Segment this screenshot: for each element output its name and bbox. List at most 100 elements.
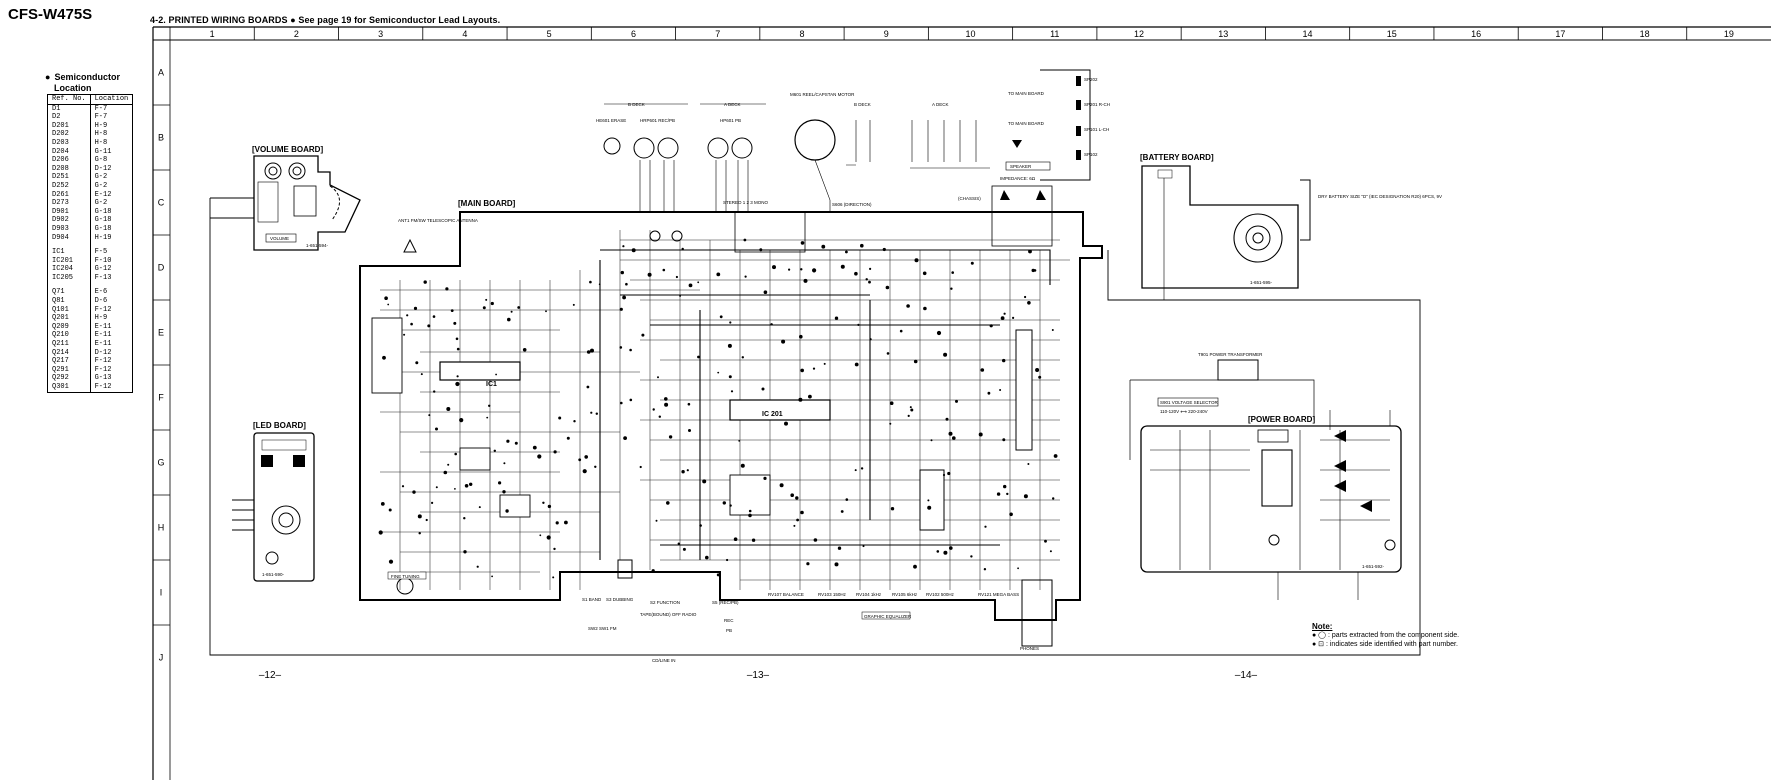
- solder-pad: [800, 241, 805, 245]
- semiconductor-location-title: ●Semiconductor Location: [45, 72, 120, 94]
- column-label: 16: [1471, 29, 1481, 39]
- solder-pad: [546, 535, 551, 540]
- solder-pad: [806, 562, 810, 566]
- solder-pad: [445, 287, 449, 291]
- solder-pad: [454, 452, 458, 456]
- solder-pad: [495, 373, 497, 376]
- solder-pad: [800, 268, 803, 271]
- solder-pad: [681, 247, 684, 251]
- ref-no-cell: IC1: [47, 248, 91, 257]
- solder-pad: [388, 508, 392, 512]
- solder-pad: [443, 470, 448, 475]
- solder-pad: [719, 315, 723, 319]
- row-label: C: [158, 198, 165, 208]
- solder-pad: [1003, 484, 1007, 489]
- solder-pad: [1027, 463, 1030, 465]
- location-cell: F-12: [94, 305, 112, 314]
- location-cell: G-18: [94, 207, 112, 216]
- solder-pad: [907, 414, 910, 417]
- solder-pad: [1006, 492, 1009, 496]
- solder-pad: [813, 538, 818, 542]
- note-box: Note: ● ◯ : parts extracted from the com…: [1312, 622, 1459, 649]
- solder-pad: [761, 387, 765, 391]
- location-cell: F-12: [94, 365, 112, 374]
- solder-pad: [702, 479, 707, 484]
- impedance-label: IMPEDANCE: 6Ω: [1000, 176, 1036, 181]
- row-label: E: [158, 328, 164, 338]
- solder-pad: [506, 439, 510, 443]
- solder-pad: [914, 258, 919, 263]
- solder-pad: [999, 389, 1002, 391]
- solder-pad: [788, 268, 791, 271]
- ref-no-cell: Q292: [47, 374, 91, 383]
- solder-pad: [865, 278, 868, 281]
- page-number-12: –12–: [259, 670, 282, 681]
- solder-pad: [1053, 454, 1058, 458]
- b-deck-label: B DECK: [628, 102, 645, 107]
- solder-pad: [730, 390, 734, 393]
- column-label: 5: [547, 29, 552, 39]
- ref-no-cell: Q301: [47, 383, 91, 393]
- solder-pad: [450, 309, 454, 312]
- solder-pad: [657, 376, 659, 379]
- volume-knob-label: VOLUME: [270, 236, 289, 241]
- solder-pad: [387, 303, 390, 306]
- solder-pad: [763, 476, 767, 480]
- ref-no-cell: Q101: [47, 305, 91, 315]
- solder-pad: [729, 321, 732, 324]
- to-main-board-2: TO MAIN BOARD: [1008, 121, 1045, 126]
- switch-s3: S3 DUBBING: [606, 597, 634, 602]
- chassis-label: (CHASSIS): [958, 196, 981, 201]
- solder-pad: [453, 321, 457, 325]
- solder-pad: [857, 323, 860, 326]
- solder-pad: [652, 408, 655, 411]
- solder-pad: [469, 482, 473, 486]
- solder-pad: [744, 275, 747, 278]
- power-board-label: [POWER BOARD]: [1248, 415, 1315, 424]
- ref-no-cell: Q81: [47, 297, 91, 306]
- location-cell: G-11: [94, 147, 112, 156]
- section-title: 4-2. PRINTED WIRING BOARDS ● See page 19…: [150, 15, 501, 25]
- row-label: G: [157, 458, 164, 468]
- ref-no-cell: D2: [47, 113, 91, 122]
- ref-no-cell: D251: [47, 173, 91, 182]
- solder-pad: [913, 359, 918, 364]
- location-cell: H-9: [94, 121, 108, 130]
- solder-pad: [942, 473, 946, 477]
- function-modes: TAPE(BOUND) OFF RADIO: [640, 612, 697, 617]
- solder-pad: [970, 261, 974, 265]
- graphic-eq-label: GRAPHIC EQUALIZER: [864, 614, 912, 619]
- solder-pad: [1000, 316, 1005, 320]
- ref-no-cell: D273: [47, 199, 91, 208]
- solder-pad: [943, 550, 948, 555]
- solder-pad: [1052, 497, 1055, 500]
- solder-pad: [860, 243, 864, 248]
- bullet-icon: ●: [45, 72, 51, 82]
- solder-pad: [823, 362, 826, 365]
- solder-pad: [655, 519, 658, 522]
- solder-pad: [401, 485, 405, 488]
- solder-pad: [423, 280, 427, 284]
- solder-pad: [798, 397, 803, 402]
- solder-pad: [586, 385, 590, 389]
- solder-pad: [586, 350, 591, 354]
- solder-pad: [799, 334, 803, 339]
- ref-no-cell: Q201: [47, 314, 91, 323]
- stereo-mono-label: STEREO 1 2 3 MONO: [723, 200, 769, 205]
- solder-pad: [1049, 550, 1052, 553]
- solder-pad: [784, 421, 788, 426]
- solder-pad: [808, 394, 812, 399]
- ref-no-cell: D202: [47, 130, 91, 139]
- solder-pad: [955, 399, 958, 403]
- antenna-label: ANT1 FM/SW TELESCOPIC ANTENNA: [398, 218, 478, 223]
- solder-pad: [651, 569, 655, 573]
- table-header-location: Location: [89, 94, 134, 105]
